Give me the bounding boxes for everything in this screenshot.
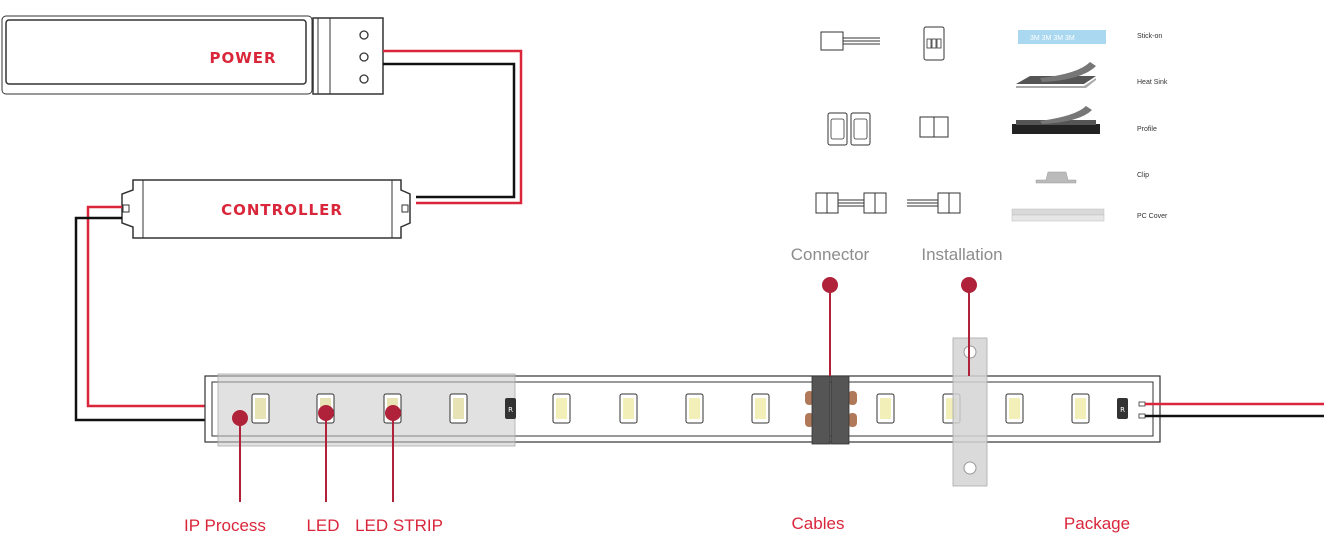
installation-header: Installation: [921, 245, 1002, 264]
controller-label: CONTROLLER: [221, 201, 343, 219]
svg-text:3M 3M 3M 3M: 3M 3M 3M 3M: [1030, 35, 1075, 42]
callout-ip-process: [232, 410, 248, 502]
callout-connector: [822, 277, 838, 376]
power-label: POWER: [209, 49, 276, 67]
bottom-labels: IP Process LED LED STRIP Cables Package: [184, 514, 1130, 535]
callouts: [232, 277, 977, 502]
jumper-connector-icon: [815, 192, 887, 214]
installation-accessories: 3M 3M 3M 3M Stick-on Heat Sink Profile C…: [1011, 30, 1168, 222]
pc-cover-icon: [1011, 208, 1105, 222]
resistor: R: [1117, 398, 1128, 419]
connector-header: Connector: [791, 245, 870, 264]
led-chip: [1005, 393, 1024, 424]
butt-connector-icon: [919, 116, 949, 138]
power-controller-wires: [383, 49, 523, 205]
callout-led-strip: [385, 405, 401, 502]
callout-installation: [961, 277, 977, 376]
terminal-screw: [359, 30, 369, 40]
install-item-label: Clip: [1137, 172, 1149, 179]
led-chip: [685, 393, 704, 424]
terminal-screw: [359, 74, 369, 84]
heat-sink-icon: [1016, 62, 1096, 88]
led-chip: [449, 393, 468, 424]
lead-wire-connector-icon: [907, 192, 961, 214]
double-clip-connector-icon: [827, 112, 871, 146]
led-chip: [619, 393, 638, 424]
callout-led: [318, 405, 334, 502]
mounting-clip: [952, 337, 988, 487]
power-supply: POWER: [1, 15, 384, 95]
label-cables: Cables: [792, 514, 845, 533]
controller: CONTROLLER: [121, 179, 411, 239]
install-item-label: Profile: [1137, 126, 1157, 133]
led-chip: [552, 393, 571, 424]
label-led-strip: LED STRIP: [355, 516, 443, 535]
wire-connector-icon: [820, 31, 880, 51]
terminal-screw: [359, 52, 369, 62]
label-package: Package: [1064, 514, 1130, 533]
strip-connector: [811, 375, 850, 445]
led-chip: [1071, 393, 1090, 424]
label-led: LED: [306, 516, 339, 535]
clip-connector-icon: [923, 26, 945, 61]
stick-on-tape-icon: 3M 3M 3M 3M: [1018, 30, 1106, 44]
strip-output: [1138, 401, 1324, 419]
install-item-label: PC Cover: [1137, 213, 1168, 220]
controller-strip-wires: [74, 205, 205, 422]
led-chip: [876, 393, 895, 424]
led-chip: [251, 393, 270, 424]
install-item-label: Stick-on: [1137, 33, 1162, 40]
led-strip: R R: [204, 337, 1324, 487]
label-ip-process: IP Process: [184, 516, 266, 535]
resistor-mark: R: [508, 406, 513, 414]
resistor: R: [505, 398, 516, 419]
install-item-label: Heat Sink: [1137, 79, 1168, 86]
connector-accessories: [815, 26, 961, 214]
clip-icon: [1035, 171, 1077, 184]
led-chip: [751, 393, 770, 424]
profile-icon: [1012, 106, 1100, 134]
resistor-mark: R: [1120, 406, 1125, 414]
